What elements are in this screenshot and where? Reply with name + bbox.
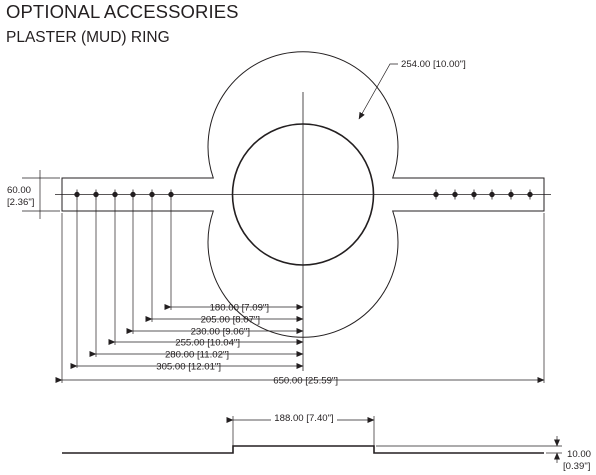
hole-right-5	[508, 189, 514, 200]
hole-offset-label: 205.00 [8.07"]	[201, 315, 260, 326]
page-subtitle: PLASTER (MUD) RING	[6, 29, 170, 46]
hole-right-2	[452, 189, 458, 200]
side-view-labels: 188.00 [7.40"] 10.00 [0.39"]	[271, 411, 591, 472]
page-title: OPTIONAL ACCESSORIES	[6, 1, 239, 22]
hole-left-6	[168, 189, 174, 200]
hole-right-6	[527, 189, 533, 200]
hole-left-3	[112, 189, 118, 200]
hole-right-4	[489, 189, 495, 200]
thickness-label-in: [0.39"]	[563, 461, 590, 472]
raised-width-label: 188.00 [7.40"]	[274, 413, 333, 424]
hole-offset-label: 255.00 [10.04"]	[175, 338, 240, 349]
hole-left-5	[149, 189, 155, 200]
hole-offset-label: 305.00 [12.01"]	[156, 362, 221, 373]
hole-right-3	[471, 189, 477, 200]
plan-view	[55, 51, 551, 371]
hole-offset-label: 230.00 [9.06"]	[191, 327, 250, 338]
hole-left-2	[93, 189, 99, 200]
tab-height-label-mm: 60.00	[7, 185, 31, 196]
tab-height-label-in: [2.36"]	[7, 197, 34, 208]
hole-right-1	[433, 189, 439, 200]
mounting-holes	[74, 189, 533, 200]
dimension-lines	[22, 63, 545, 383]
hole-left-1	[74, 189, 80, 200]
ring-diameter-label: 254.00 [10.00"]	[401, 59, 466, 70]
hole-offset-label: 180.00 [7.09"]	[210, 303, 269, 314]
overall-length-label: 650.00 [25.59"]	[273, 376, 338, 387]
hole-left-4	[130, 189, 136, 200]
thickness-label-mm: 10.00	[567, 449, 591, 460]
hole-offset-label: 280.00 [11.02"]	[165, 350, 229, 361]
ring-diameter-leader	[358, 63, 398, 120]
side-profile	[62, 445, 544, 454]
dimension-labels: 254.00 [10.00"] 60.00 [2.36"] 180.00 [7.…	[7, 59, 466, 387]
